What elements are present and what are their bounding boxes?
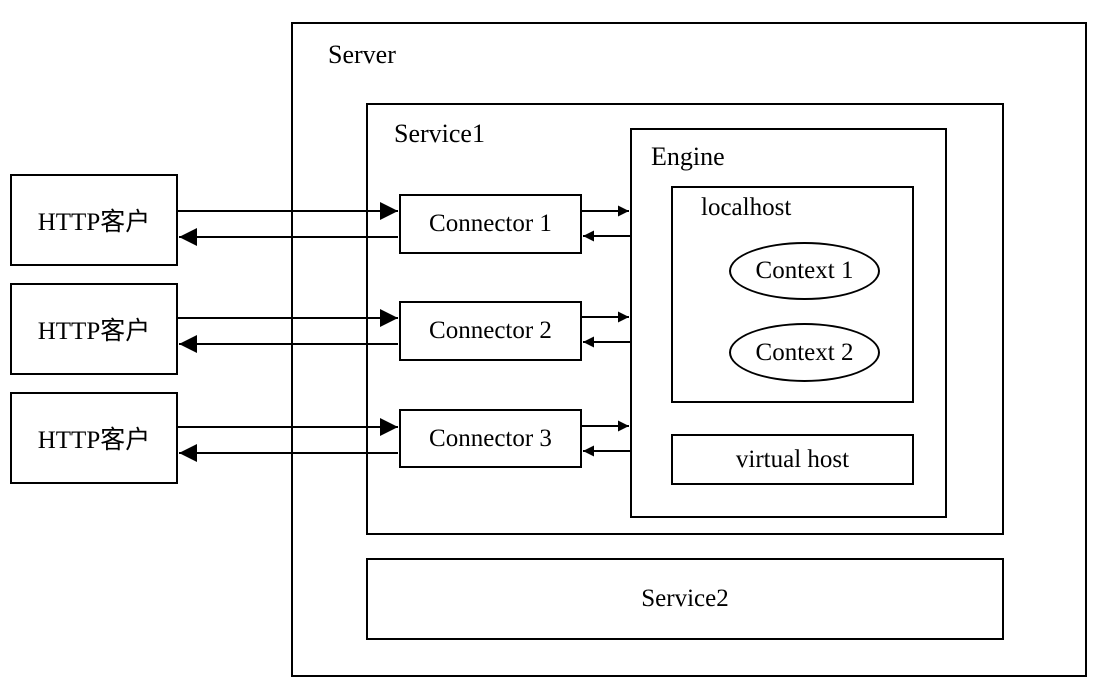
service1-label: Service1 <box>394 119 485 148</box>
connector-1-box: Connector 1 <box>399 194 582 254</box>
connector-2-box: Connector 2 <box>399 301 582 361</box>
service2-box: Service2 <box>366 558 1004 640</box>
http-client-2-box: HTTP客户 <box>10 283 178 375</box>
localhost-label: localhost <box>701 194 792 221</box>
http-client-3-box: HTTP客户 <box>10 392 178 484</box>
server-label: Server <box>328 40 396 69</box>
context-1-ellipse: Context 1 <box>729 242 880 300</box>
http-client-1-box: HTTP客户 <box>10 174 178 266</box>
server-box <box>291 22 1087 677</box>
localhost-box <box>671 186 914 403</box>
service1-box <box>366 103 1004 535</box>
context-2-ellipse: Context 2 <box>729 323 880 382</box>
virtual-host-box: virtual host <box>671 434 914 485</box>
engine-box <box>630 128 947 518</box>
engine-label: Engine <box>651 142 725 171</box>
connector-3-box: Connector 3 <box>399 409 582 468</box>
